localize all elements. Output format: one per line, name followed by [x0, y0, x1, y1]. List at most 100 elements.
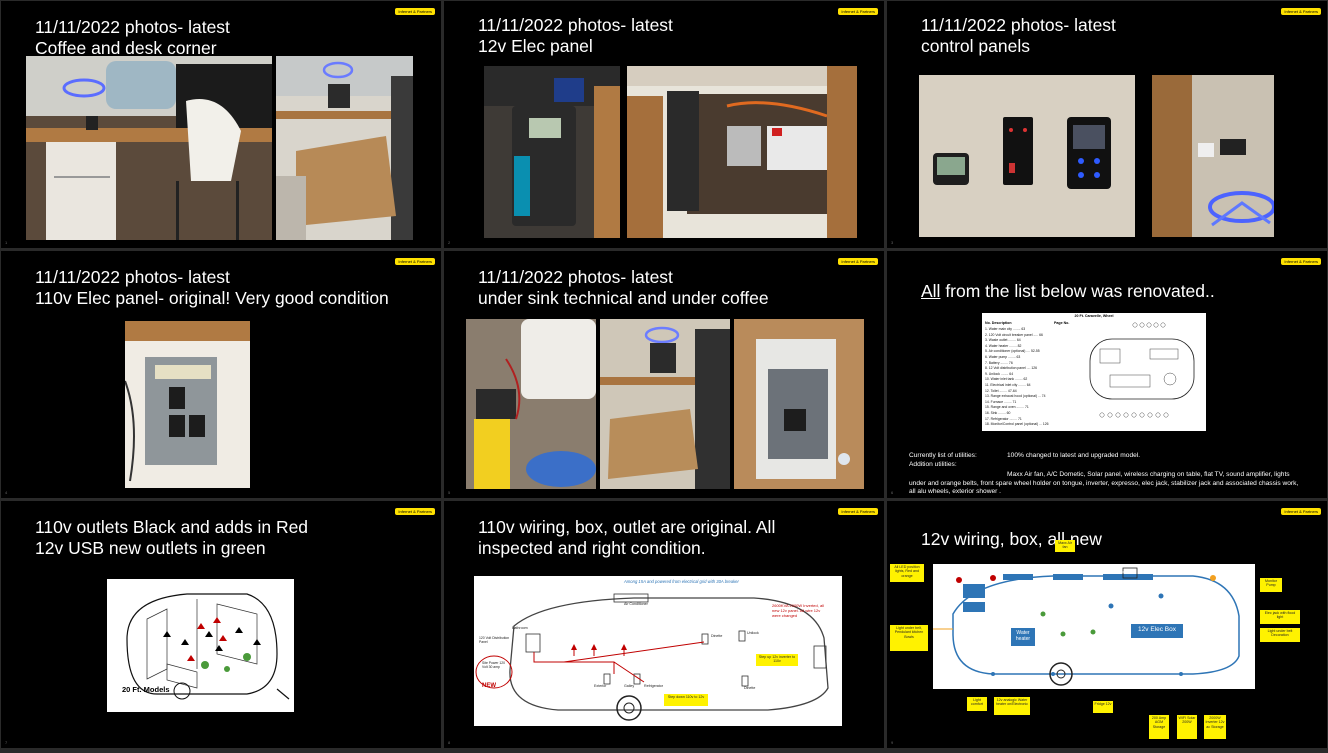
photo-breaker-panel [125, 321, 250, 488]
slide-title: 110v wiring, box, outlet are original. A… [478, 517, 775, 559]
title-line-1: 11/11/2022 photos- latest [921, 15, 1116, 35]
title-line-2: 110v Elec panel- original! Very good con… [35, 288, 389, 308]
company-tag: Infernet & Partners [838, 8, 878, 15]
slide-number: 5 [448, 490, 451, 495]
doc-list-item: 6. Water pump ........ 63 [985, 354, 1021, 359]
slide-title: 11/11/2022 photos- latest under sink tec… [478, 267, 769, 309]
title-line-1: 110v wiring, box, outlet are original. A… [478, 517, 776, 537]
slide-number: 2 [448, 240, 451, 245]
slide-under-sink[interactable]: Infernet & Partners 11/11/2022 photos- l… [444, 251, 884, 498]
solar-label-1: Solar 50W [1005, 570, 1020, 574]
doc-list-item: 10. Water inlet tank ........ 62 [985, 377, 1028, 382]
photo-desk-corner [26, 56, 272, 240]
company-tag: Infernet & Partners [1281, 258, 1321, 265]
slide-number: 1 [5, 240, 8, 245]
photo-charge-controller [484, 66, 620, 238]
title-emphasis: All [921, 281, 941, 301]
utilities-value: 100% changed to latest and upgraded mode… [1007, 452, 1141, 459]
slide-title: 110v outlets Black and adds in Red 12v U… [35, 517, 308, 559]
label-air-conditioner: Air Conditioner [624, 602, 648, 606]
slide-110v-panel[interactable]: Infernet & Partners 11/11/2022 photos- l… [1, 251, 441, 498]
slide-title: All from the list below was renovated.. [921, 281, 1215, 302]
company-tag: Infernet & Partners [838, 508, 878, 515]
label-exterior: Exterior [594, 684, 607, 688]
floorplan-drawing [1089, 322, 1195, 418]
slide-12v-panel[interactable]: Infernet & Partners 11/11/2022 photos- l… [444, 1, 884, 248]
title-line-2: control panels [921, 36, 1030, 56]
doc-col-page: Page No. [1054, 321, 1070, 325]
note-kitchen-bowls: Light under belt, Pendulant kitchen Bowl… [890, 625, 928, 651]
doc-list-item: 8. 12 Volt distribution panel .... 126 [985, 366, 1038, 371]
note-monitor-pump: Monitor Pump [1260, 578, 1282, 592]
title-line-2: inspected and right condition. [478, 538, 706, 558]
note-agm-storage: 200 Amp AGM Storage [1149, 715, 1169, 739]
doc-list-item: 11. Electrical inlet city ........ 64 [985, 382, 1031, 387]
company-tag: Infernet & Partners [1281, 8, 1321, 15]
doc-list-item: 4. Water heater ........ 82 [985, 343, 1022, 348]
title-line-1: 11/11/2022 photos- latest [478, 15, 673, 35]
doc-list-item: 17. Refrigerator ........ 71 [985, 416, 1022, 421]
title-line-2: Coffee and desk corner [35, 38, 217, 58]
slide-110v-outlets[interactable]: Infernet & Partners 110v outlets Black a… [1, 501, 441, 748]
title-line-2: 12v Elec panel [478, 36, 593, 56]
slide-110v-wiring[interactable]: Infernet & Partners 110v wiring, box, ou… [444, 501, 884, 748]
slide-coffee-desk[interactable]: Infernet & Partners 11/11/2022 photos- l… [1, 1, 441, 248]
note-light-comfort: Light comfort [967, 697, 987, 711]
addition-value: Maxx Air fan, A/C Dometic, Solar panel, … [909, 471, 1299, 495]
slide-number: 7 [5, 740, 8, 745]
slide-control-panels[interactable]: Infernet & Partners 11/11/2022 photos- l… [887, 1, 1327, 248]
slide-12v-wiring[interactable]: Infernet & Partners 12v wiring, box, all… [887, 501, 1327, 748]
doc-list-item: 13. Range exhaust hood (optional) ... 74 [985, 394, 1046, 399]
doc-col-desc: No. Description [985, 321, 1012, 325]
doc-list-item: 1. Water main city ........ 63 [985, 327, 1026, 331]
doc-list-item: 3. Waste outlet ........ 64 [985, 338, 1021, 343]
photo-thermostat-neon [1152, 75, 1274, 237]
label-new: NEW [482, 683, 496, 689]
slide-title: 11/11/2022 photos- latest Coffee and des… [35, 17, 230, 59]
company-tag: Infernet & Partners [395, 8, 435, 15]
company-tag: Infernet & Partners [838, 258, 878, 265]
slide-number: 8 [448, 740, 451, 745]
company-tag: Infernet & Partners [1281, 508, 1321, 515]
title-line-1: 11/11/2022 photos- latest [35, 17, 230, 37]
doc-list-item: 12. Toilet ........ 47-64 [985, 388, 1017, 393]
doc-list-item: 15. Range and oven ........ 71 [985, 405, 1029, 410]
slide-renovation-list[interactable]: Infernet & Partners All from the list be… [887, 251, 1327, 498]
doc-heading: 20 Ft. Caravelle, Wheel [1074, 314, 1114, 318]
label-dinette-2: Dinette [744, 686, 756, 690]
floorplan-doc: 20 Ft. Caravelle, Wheel No. Description … [982, 313, 1206, 431]
note-wifi-solar: WIFI Solar 200W [1177, 715, 1197, 739]
photo-insulated-cabinet [734, 319, 864, 489]
note-step-down: Step down 110v to 12v [664, 694, 708, 706]
company-tag: Infernet & Partners [395, 508, 435, 515]
doc-list-item: 7. Battery ........ 76 [985, 360, 1013, 365]
slide-number: 9 [891, 740, 894, 745]
wiring-12v-diagram: Water heater 12v Elec Box Solar 50W Sola… [933, 564, 1255, 689]
note-inverter-storage: 2000W Inverter 12v ac Storage [1204, 715, 1226, 739]
diagram-top-note: Among 15A and powered from electrical gr… [624, 579, 739, 584]
doc-list-item: 5. Air conditioner (optional) .... 52-55 [985, 349, 1040, 354]
label-galley: Galley [624, 684, 635, 688]
note-elec-jack: Elec jack with flood light [1260, 610, 1300, 624]
addition-label: Addition utilities: [909, 461, 957, 468]
slide-title: 11/11/2022 photos- latest control panels [921, 15, 1116, 57]
title-rest: from the list below was renovated.. [940, 281, 1215, 301]
note-fridge: Fridge 12v [1093, 701, 1113, 713]
photo-coffee-corner [276, 56, 413, 240]
photo-under-sink [466, 319, 596, 489]
doc-list-item: 16. Sink ........ 60 [985, 410, 1011, 415]
water-heater-box: Water heater [1011, 628, 1035, 646]
label-refrigerator: Refrigerator [644, 684, 663, 688]
utilities-label: Currently list of utilities: [909, 452, 977, 459]
slide-number: 6 [891, 490, 894, 495]
elec-box: 12v Elec Box [1131, 624, 1183, 638]
photo-control-panels [919, 75, 1135, 237]
note-water-heater: 12v analogic Water heater on/Electronic [994, 697, 1030, 715]
outlet-diagram: 20 Ft. Models [107, 579, 294, 712]
model-label: 20 Ft. Models [122, 685, 170, 694]
note-step-up: Step up 12v inverter to 110v [756, 654, 798, 666]
solar-label-2: Solar 50W [1055, 570, 1070, 574]
label-unilock: Unilock [747, 631, 759, 635]
